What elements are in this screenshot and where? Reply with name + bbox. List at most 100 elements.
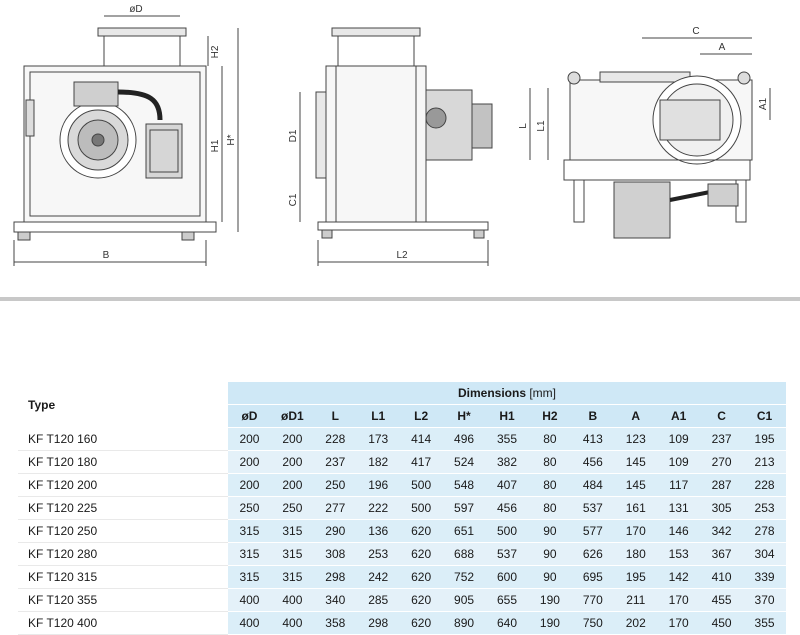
- dimension-cell: 90: [528, 519, 572, 543]
- dimension-cell: 315: [228, 542, 271, 566]
- dimensions-unit: [mm]: [529, 386, 557, 400]
- dimension-cell: 620: [399, 519, 443, 543]
- column-header: B: [571, 404, 615, 428]
- dimension-cell: 237: [700, 427, 744, 451]
- dimension-cell: 414: [399, 427, 443, 451]
- label-l1: L1: [536, 120, 547, 132]
- dimension-cell: 213: [743, 450, 786, 474]
- dimension-cell: 410: [700, 565, 744, 589]
- dimension-cell: 450: [700, 611, 744, 635]
- dimension-cell: 305: [700, 496, 744, 520]
- dimension-cell: 500: [399, 496, 443, 520]
- dimension-cell: 80: [528, 427, 572, 451]
- dimension-cell: 315: [228, 565, 271, 589]
- dimension-cell: 626: [571, 542, 615, 566]
- dimension-cell: 400: [228, 588, 271, 612]
- dimension-cell: 315: [228, 519, 271, 543]
- dimension-cell: 142: [657, 565, 701, 589]
- dimension-cell: 315: [270, 565, 314, 589]
- type-cell: KF T120 400: [18, 611, 228, 635]
- dimension-cell: 500: [399, 473, 443, 497]
- type-cell: KF T120 280: [18, 542, 228, 566]
- dimension-cell: 298: [356, 611, 400, 635]
- technical-drawings: øD H2 H1 H* B D1 C1 L2 C A L L1 A1: [13, 4, 771, 266]
- column-header: L1: [356, 404, 400, 428]
- dimension-cell: 250: [270, 496, 314, 520]
- type-cell: KF T120 225: [18, 496, 228, 520]
- dimension-cell: 200: [270, 450, 314, 474]
- dimension-cell: 195: [743, 427, 786, 451]
- label-c: C: [692, 26, 699, 37]
- type-cell: KF T120 200: [18, 473, 228, 497]
- dimension-cell: 117: [657, 473, 701, 497]
- dimension-cell: 905: [442, 588, 486, 612]
- dimension-cell: 80: [528, 473, 572, 497]
- dimension-cell: 200: [228, 450, 271, 474]
- column-header: A: [614, 404, 658, 428]
- dimension-cell: 770: [571, 588, 615, 612]
- dimension-cell: 250: [228, 496, 271, 520]
- dimension-cell: 355: [743, 611, 786, 635]
- dimension-cell: 270: [700, 450, 744, 474]
- column-header: C: [700, 404, 744, 428]
- dimension-cell: 145: [614, 450, 658, 474]
- dimension-cell: 123: [614, 427, 658, 451]
- front-view-drawing: [13, 15, 239, 266]
- column-header: A1: [657, 404, 701, 428]
- dimension-cell: 339: [743, 565, 786, 589]
- dimension-cell: 597: [442, 496, 486, 520]
- dimension-cell: 146: [657, 519, 701, 543]
- dimension-cell: 577: [571, 519, 615, 543]
- dimension-cell: 456: [485, 496, 529, 520]
- dimension-cell: 620: [399, 588, 443, 612]
- dimension-cell: 202: [614, 611, 658, 635]
- dimension-cell: 228: [743, 473, 786, 497]
- dimension-cell: 367: [700, 542, 744, 566]
- dimension-cell: 298: [313, 565, 357, 589]
- dimension-cell: 200: [228, 473, 271, 497]
- column-header: L: [313, 404, 357, 428]
- dimension-cell: 277: [313, 496, 357, 520]
- dimension-cell: 80: [528, 496, 572, 520]
- dimension-cell: 400: [270, 588, 314, 612]
- dimension-cell: 370: [743, 588, 786, 612]
- dimension-cell: 90: [528, 565, 572, 589]
- dimension-cell: 620: [399, 565, 443, 589]
- dimension-cell: 182: [356, 450, 400, 474]
- side-view-drawing: [299, 27, 493, 266]
- dimension-cell: 190: [528, 611, 572, 635]
- dimension-cell: 456: [571, 450, 615, 474]
- label-h-star: H*: [226, 134, 237, 145]
- label-a: A: [719, 42, 726, 53]
- label-h2: H2: [210, 45, 221, 58]
- dimension-cell: 285: [356, 588, 400, 612]
- type-header-label: Type: [28, 397, 56, 412]
- dimension-cell: 242: [356, 565, 400, 589]
- label-c1: C1: [288, 193, 299, 206]
- dimension-cell: 290: [313, 519, 357, 543]
- type-cell: KF T120 180: [18, 450, 228, 474]
- type-cell: KF T120 160: [18, 427, 228, 451]
- dimension-cell: 417: [399, 450, 443, 474]
- type-cell: KF T120 250: [18, 519, 228, 543]
- dimension-cell: 109: [657, 450, 701, 474]
- dimension-cell: 688: [442, 542, 486, 566]
- dimension-cell: 340: [313, 588, 357, 612]
- dimension-cell: 752: [442, 565, 486, 589]
- dimension-cell: 153: [657, 542, 701, 566]
- dimension-cell: 173: [356, 427, 400, 451]
- dimension-cell: 400: [270, 611, 314, 635]
- dimension-cell: 315: [270, 519, 314, 543]
- dimension-cell: 161: [614, 496, 658, 520]
- dimension-cell: 500: [485, 519, 529, 543]
- section-divider: [0, 297, 800, 301]
- dimension-cell: 548: [442, 473, 486, 497]
- dimension-cell: 90: [528, 542, 572, 566]
